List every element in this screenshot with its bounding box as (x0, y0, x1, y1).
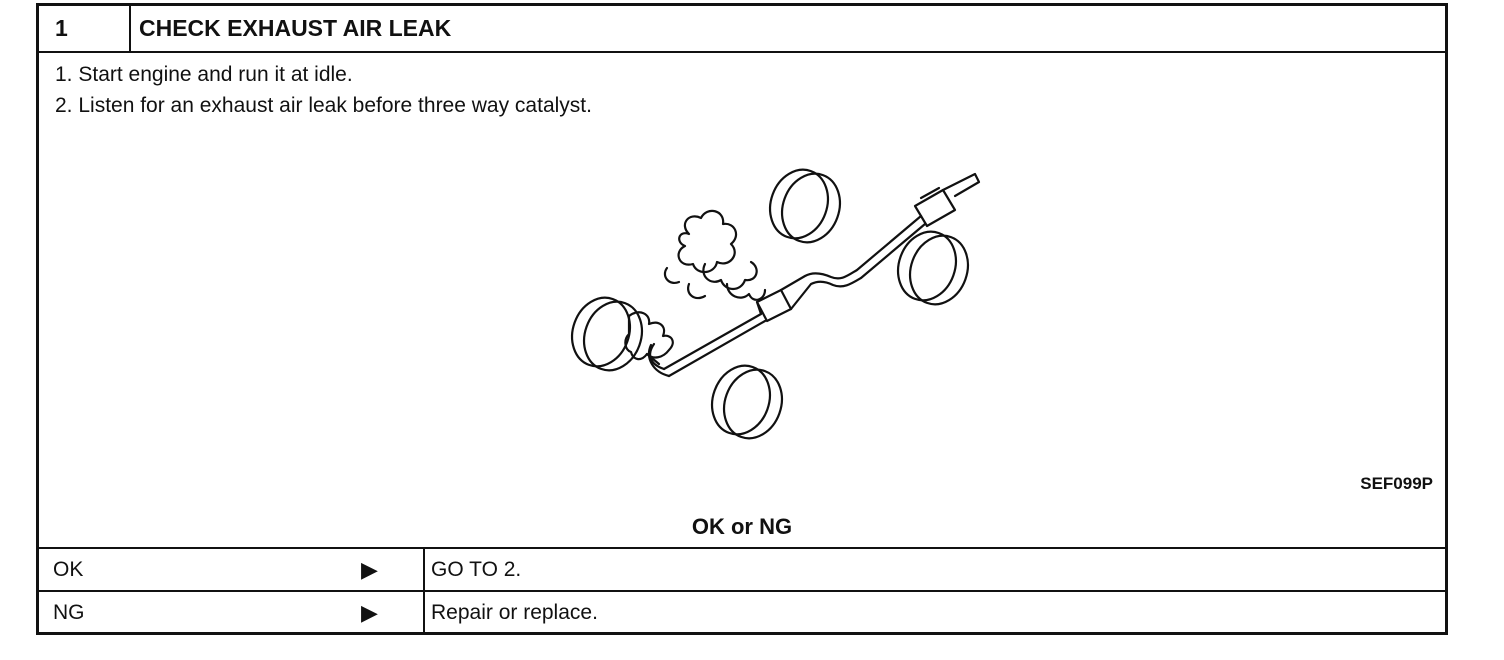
result-label: NG (53, 601, 85, 624)
instruction-1: 1. Start engine and run it at idle. (55, 63, 353, 86)
step-number: 1 (39, 6, 131, 51)
step-header: 1 CHECK EXHAUST AIR LEAK (39, 6, 1445, 53)
step-title: CHECK EXHAUST AIR LEAK (139, 15, 452, 41)
exhaust-leak-illustration (570, 168, 981, 440)
instruction-2: 2. Listen for an exhaust air leak before… (55, 94, 592, 117)
procedure-table: 1 CHECK EXHAUST AIR LEAK 1. Start engine… (36, 3, 1448, 635)
result-label: OK (53, 558, 84, 581)
arrow-right-icon: ▶ (361, 557, 378, 582)
figure-code: SEF099P (1360, 474, 1433, 493)
result-action: Repair or replace. (423, 592, 1451, 634)
arrow-right-icon: ▶ (361, 600, 378, 625)
result-action: GO TO 2. (423, 549, 1451, 591)
result-prompt: OK or NG (691, 514, 793, 539)
result-row-ok: OK ▶ GO TO 2. (39, 547, 1445, 591)
result-row-ng: NG ▶ Repair or replace. (39, 590, 1445, 634)
